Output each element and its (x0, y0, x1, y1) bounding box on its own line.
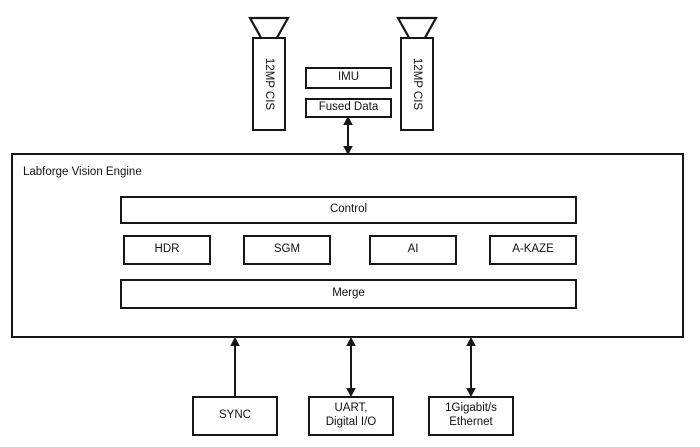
block-merge[interactable]: Merge (120, 279, 577, 309)
engine-title: Labforge Vision Engine (23, 166, 142, 178)
sensor-left-camera[interactable]: 12MP CIS (248, 8, 290, 132)
block-ai[interactable]: AI (369, 235, 457, 265)
block-fused-data[interactable]: Fused Data (305, 98, 392, 118)
block-uart-label-line2: Digital I/O (325, 416, 377, 428)
sensor-right-camera[interactable]: 12MP CIS (396, 8, 438, 132)
block-hdr[interactable]: HDR (123, 235, 211, 265)
block-imu-label: IMU (337, 71, 360, 84)
block-a-kaze-label: A-KAZE (512, 243, 554, 256)
block-sgm[interactable]: SGM (243, 235, 331, 265)
block-uart-label-line1: UART, (334, 402, 368, 415)
sensor-right-camera-body (400, 37, 434, 131)
block-merge-label: Merge (332, 287, 365, 300)
connector-engine-to-ethernet (466, 337, 476, 397)
labforge-vision-engine: Labforge Vision Engine (11, 153, 684, 338)
block-imu[interactable]: IMU (305, 67, 392, 89)
sensor-left-camera-body (252, 37, 286, 131)
block-hdr-label: HDR (154, 243, 180, 256)
connector-engine-to-sync (230, 337, 240, 397)
block-ethernet-label-line1: 1Gigabit/s (445, 402, 497, 415)
block-ethernet-label-line2: Ethernet (449, 416, 493, 428)
block-sync[interactable]: SYNC (192, 396, 278, 436)
block-ai-label: AI (407, 243, 419, 256)
block-control-label: Control (329, 203, 368, 216)
sensor-left-camera-label: 12MP CIS (263, 57, 276, 111)
camera-lens-icon (248, 16, 290, 54)
block-sync-label: SYNC (219, 409, 251, 422)
block-sgm-label: SGM (273, 243, 301, 256)
block-a-kaze[interactable]: A-KAZE (489, 235, 577, 265)
sensor-right-camera-label: 12MP CIS (411, 57, 424, 111)
camera-lens-icon (396, 16, 438, 54)
block-ethernet[interactable]: 1Gigabit/s Ethernet (428, 396, 514, 436)
block-uart[interactable]: UART, Digital I/O (308, 396, 394, 436)
block-control[interactable]: Control (120, 196, 577, 224)
connector-fused-data-to-engine (343, 116, 353, 155)
block-fused-data-label: Fused Data (318, 101, 379, 114)
connector-engine-to-uart (346, 337, 356, 397)
